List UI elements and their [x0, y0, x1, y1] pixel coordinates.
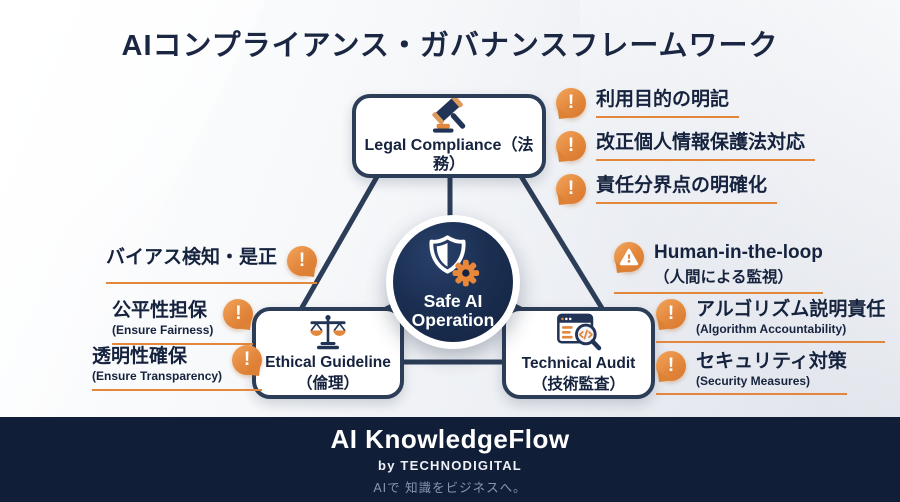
- callout-ethical-2-text: 公平性担保: [112, 300, 208, 321]
- callout-technical-3-text: セキュリティ対策: [696, 351, 847, 372]
- exclamation-badge-icon: !: [223, 299, 254, 329]
- center-label-line1: Safe AI: [423, 291, 483, 312]
- exclamation-badge-icon: !: [232, 345, 263, 375]
- page-title: AIコンプライアンス・ガバナンスフレームワーク: [121, 30, 779, 62]
- exclamation-badge-icon: !: [556, 174, 586, 204]
- exclamation-badge-icon: !: [656, 351, 686, 381]
- callout-technical-2-subtext: (Algorithm Accountability): [696, 322, 847, 336]
- callout-technical-2: ! アルゴリズム説明責任 (Algorithm Accountability): [656, 299, 886, 343]
- callout-legal-3: ! 責任分界点の明確化: [556, 174, 778, 204]
- node-legal-label: Legal Compliance（法務）: [364, 137, 534, 173]
- brand-name: AI KnowledgeFlow: [330, 423, 570, 454]
- safe-ai-core: Safe AI Operation: [393, 222, 513, 342]
- callout-technical-1-subtext: （人間による監視）: [654, 269, 794, 286]
- exclamation-badge-icon: !: [556, 88, 586, 118]
- callout-ethical-3: 透明性確保 (Ensure Transparency) !: [92, 345, 263, 391]
- callout-legal-2-text: 改正個人情報保護法対応: [596, 131, 816, 161]
- footer-brand-band: AI KnowledgeFlow by TECHNODIGITAL AIで 知識…: [0, 417, 900, 502]
- callout-legal-1-text: 利用目的の明記: [596, 88, 740, 118]
- center-circle: Safe AI Operation: [386, 215, 520, 349]
- callout-technical-3-subtext: (Security Measures): [696, 374, 811, 388]
- brand-tagline: AIで 知識をビジネスへ。: [373, 480, 527, 495]
- node-legal-compliance: Legal Compliance（法務）: [352, 94, 546, 178]
- callout-ethical-3-text: 透明性確保: [92, 346, 188, 367]
- callout-legal-3-text: 責任分界点の明確化: [596, 174, 778, 204]
- gavel-icon: [432, 98, 466, 133]
- node-ethical-label-line1: Ethical Guideline: [265, 353, 391, 371]
- exclamation-badge-icon: !: [287, 246, 318, 276]
- exclamation-badge-icon: !: [556, 131, 586, 161]
- exclamation-badge-icon: !: [656, 299, 686, 329]
- callout-ethical-2: 公平性担保 (Ensure Fairness) !: [112, 299, 254, 345]
- code-audit-icon: [556, 313, 601, 351]
- scales-icon: [310, 314, 346, 349]
- callout-ethical-1: バイアス検知・是正 !: [106, 246, 318, 284]
- node-technical-audit: Technical Audit （技術監査）: [502, 307, 655, 399]
- callout-legal-1: ! 利用目的の明記: [556, 88, 740, 118]
- callout-ethical-2-subtext: (Ensure Fairness): [112, 323, 214, 337]
- brand-byline: by TECHNODIGITAL: [378, 457, 522, 473]
- callout-technical-1: Human-in-the-loop （人間による監視）: [614, 242, 823, 294]
- center-label-line2: Operation: [411, 310, 495, 330]
- callout-technical-1-text: Human-in-the-loop: [654, 242, 823, 263]
- node-technical-label-line1: Technical Audit: [521, 354, 636, 372]
- warning-triangle-icon: [614, 242, 644, 272]
- callout-legal-2: ! 改正個人情報保護法対応: [556, 131, 816, 161]
- callout-technical-2-text: アルゴリズム説明責任: [696, 299, 886, 320]
- callout-ethical-1-text: バイアス検知・是正: [106, 247, 278, 268]
- node-technical-label-line2: （技術監査）: [531, 375, 625, 393]
- callout-technical-3: ! セキュリティ対策 (Security Measures): [656, 351, 847, 395]
- shield-gear-icon: [429, 235, 480, 287]
- node-ethical-guideline: Ethical Guideline （倫理）: [252, 307, 404, 399]
- callout-ethical-3-subtext: (Ensure Transparency): [92, 369, 223, 383]
- node-ethical-label-line2: （倫理）: [296, 374, 359, 392]
